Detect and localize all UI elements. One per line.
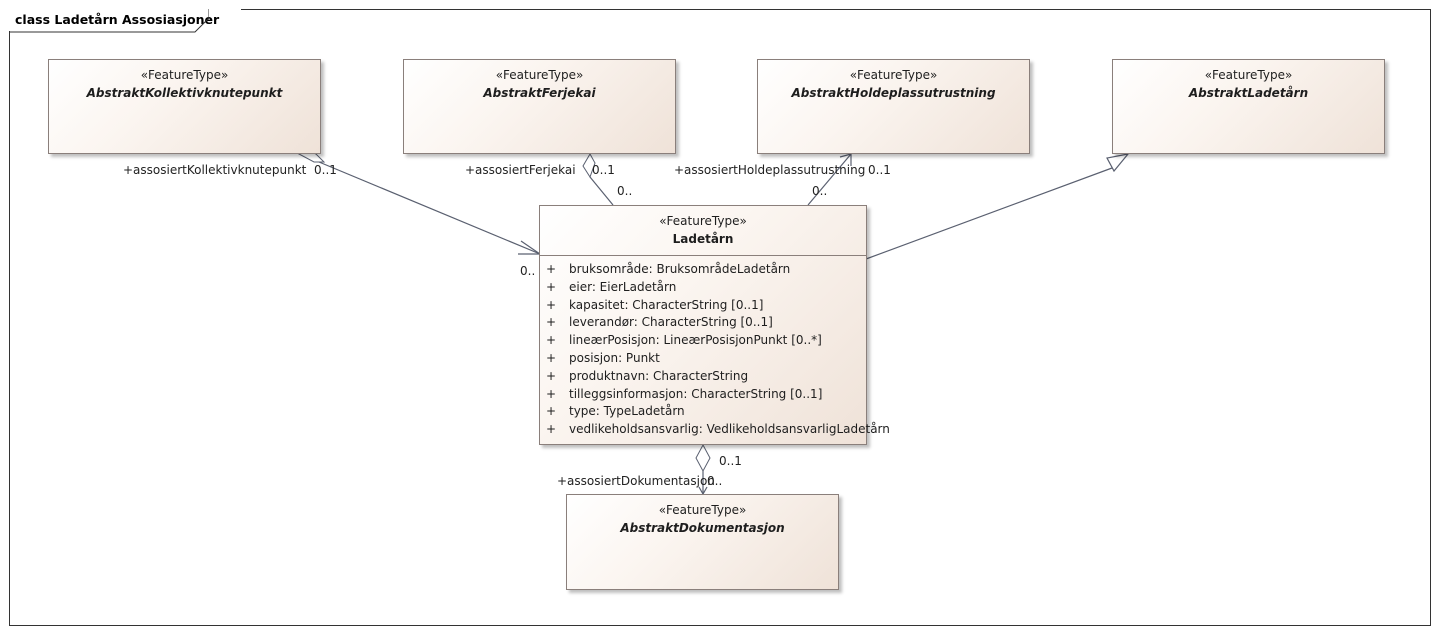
frame-tab-corner [10,9,209,33]
multiplicity-holdeplass-source: 0.. [812,184,828,198]
assoc-holdeplass [807,153,852,206]
role-label-ferjekai: +assosiertFerjekai [465,163,576,177]
diagram-title: class Ladetårn Assosiasjoner [9,9,242,31]
compartment-separator [540,255,866,256]
role-label-holdeplass: +assosiertHoldeplassutrustning [674,163,866,177]
stereotype-label: «FeatureType» [140,68,229,82]
stereotype-label: «FeatureType» [495,68,584,82]
stereotype-label: «FeatureType» [659,214,747,228]
generalization-ladetarn [865,153,1130,260]
class-name: AbstraktKollektivknutepunkt [86,86,283,100]
role-label-dokumentasjon: +assosiertDokumentasjon [557,474,715,488]
attribute-row: +bruksområde: BruksområdeLadetårn [546,262,791,276]
attribute-row: +lineærPosisjon: LineærPosisjonPunkt [0.… [546,333,822,348]
class-abstrakt-ferjekai[interactable]: «FeatureType» AbstraktFerjekai [403,59,676,154]
multiplicity-ferjekai: 0..1 [592,163,615,177]
attribute-row: +produktnavn: CharacterString [546,368,749,383]
class-abstrakt-holdeplassutrustning[interactable]: «FeatureType» AbstraktHoldeplassutrustni… [757,59,1030,154]
attribute-row: +tilleggsinformasjon: CharacterString [0… [546,386,823,401]
class-name: AbstraktLadetårn [1188,86,1309,100]
class-name: Ladetårn [672,232,734,246]
class-abstrakt-dokumentasjon[interactable]: «FeatureType» AbstraktDokumentasjon [566,494,839,590]
class-name: AbstraktFerjekai [483,86,596,100]
stereotype-label: «FeatureType» [1204,68,1293,82]
multiplicity-dokumentasjon-source: 0..1 [719,454,742,468]
diagram-frame [9,9,1431,626]
multiplicity-kollektiv: 0..1 [314,163,337,177]
attribute-row: +kapasitet: CharacterString [0..1] [546,297,764,312]
class-name: AbstraktHoldeplassutrustning [791,86,996,100]
stereotype-label: «FeatureType» [849,68,938,82]
attribute-row: +eier: EierLadetårn [546,279,677,294]
attribute-row: +type: TypeLadetårn [546,404,685,419]
class-ladetarn[interactable]: «FeatureType» Ladetårn +bruksområde: Bru… [539,205,890,445]
stereotype-label: «FeatureType» [658,503,747,517]
role-label-kollektiv: +assosiertKollektivknutepunkt [123,163,307,177]
attribute-row: +leverandør: CharacterString [0..1] [546,315,773,330]
multiplicity-ferjekai-source: 0.. [617,184,633,198]
assoc-ferjekai [582,152,614,206]
multiplicity-kollektiv-source: 0.. [520,264,536,278]
class-name: AbstraktDokumentasjon [620,521,785,535]
attribute-row: +posisjon: Punkt [546,350,660,365]
multiplicity-holdeplass: 0..1 [868,163,891,177]
class-abstrakt-ladetarn[interactable]: «FeatureType» AbstraktLadetårn [1112,59,1385,154]
multiplicity-dokumentasjon: 0.. [707,474,723,488]
attribute-row: +vedlikeholdsansvarlig: Vedlikeholdsansv… [546,422,890,437]
class-abstrakt-kollektivknutepunkt[interactable]: «FeatureType» AbstraktKollektivknutepunk… [48,59,321,154]
attribute-list: +bruksområde: BruksområdeLadetårn +eier:… [540,256,890,439]
